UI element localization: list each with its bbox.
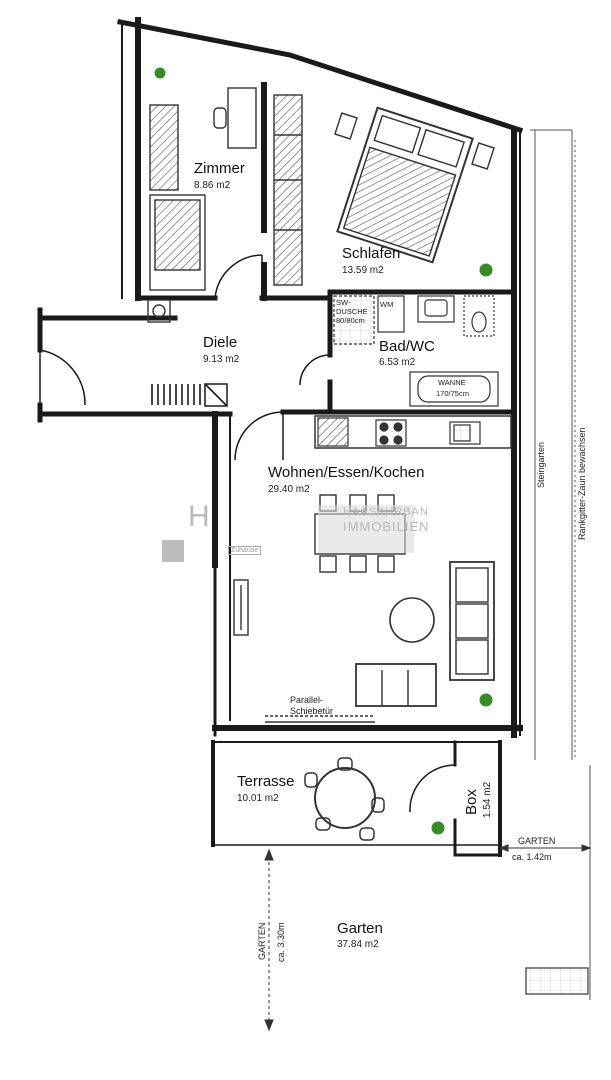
room-box-name: Box <box>463 789 480 815</box>
kitchen <box>314 415 512 449</box>
room-zimmer-name: Zimmer <box>194 160 245 177</box>
stair-marks <box>151 383 228 407</box>
terrace-table <box>304 757 385 841</box>
living-furniture <box>233 561 495 723</box>
zimmer-furniture <box>147 87 257 323</box>
room-box-area: 1.54 m2 <box>482 781 493 818</box>
doors <box>39 254 456 813</box>
bad-fixtures <box>333 295 499 407</box>
room-schlafen-area: 13.59 m2 <box>342 265 384 276</box>
zaun-label: Rankgitter-Zaun bewachsen <box>577 427 587 540</box>
room-terrasse-name: Terrasse <box>237 773 295 790</box>
watermark-brand-line1: HAAS&URBAN <box>343 506 429 518</box>
room-bad-name: Bad/WC <box>379 338 435 355</box>
room-zimmer-area: 8.86 m2 <box>194 180 231 191</box>
dining-table <box>314 494 406 573</box>
wanne-label-2: 170/75cm <box>436 389 469 398</box>
wm-label: WM <box>380 300 394 309</box>
plants <box>154 67 493 835</box>
garten-right-dim-value: ca. 1.42m <box>512 852 552 862</box>
room-terrasse-area: 10.01 m2 <box>237 793 279 804</box>
garten-left-dim-label: GARTEN <box>257 922 267 960</box>
wanne-label-1: WANNE <box>438 378 466 387</box>
garden-edges <box>530 129 591 1000</box>
dimension-lines <box>264 844 592 1032</box>
watermark-shapes <box>162 505 414 562</box>
room-garten-area: 37.84 m2 <box>337 939 379 950</box>
schiebetuer-label-1: Parallel- <box>290 695 324 705</box>
steingarten-label: Steingarten <box>536 441 546 488</box>
schlafen-furniture <box>273 94 495 286</box>
garten-left-dim-value: ca. 3.30m <box>276 922 286 962</box>
garten-right-dim-label: GARTEN <box>518 836 556 846</box>
watermark-brand-line2: IMMOBILIEN <box>343 519 430 534</box>
schiebetuer-label-2: Schiebetür <box>290 706 334 716</box>
room-bad-area: 6.53 m2 <box>379 357 416 368</box>
room-garten-name: Garten <box>337 920 383 937</box>
room-wohnen-area: 29.40 m2 <box>268 484 310 495</box>
dusche-label-3: 80/80cm <box>336 316 365 325</box>
dusche-label-2: DUSCHE <box>336 307 368 316</box>
garden-stone <box>525 967 589 995</box>
dusche-label-1: SW- <box>336 298 351 307</box>
room-diele-name: Diele <box>203 334 238 351</box>
watermark-stamp: Zuhause <box>228 546 262 555</box>
room-diele-area: 9.13 m2 <box>203 354 240 365</box>
room-wohnen-name: Wohnen/Essen/Kochen <box>268 464 425 481</box>
watermark-logo-letter: H <box>188 500 210 533</box>
room-schlafen-name: Schlafen <box>342 245 401 262</box>
walls <box>37 17 524 857</box>
